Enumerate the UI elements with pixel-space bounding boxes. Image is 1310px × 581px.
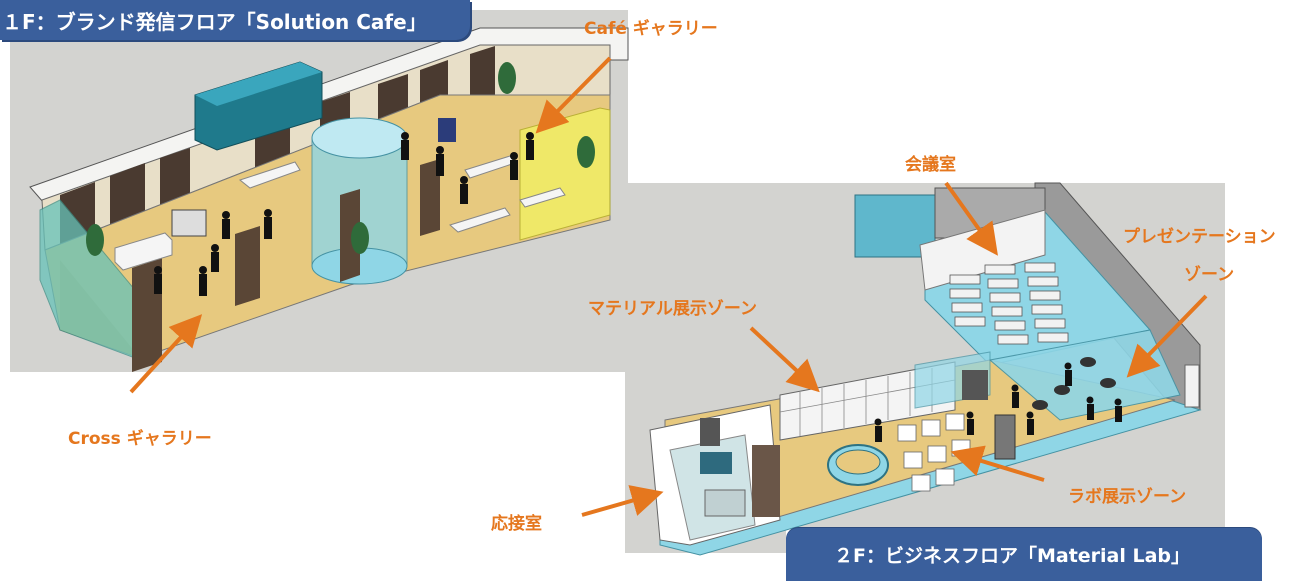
callout-reception-room: 応接室: [491, 514, 542, 534]
callout-meeting-room: 会議室: [905, 155, 956, 175]
floor2-title: ２F：ビジネスフロア「Material Lab」: [786, 528, 1262, 581]
floor1-title: １F：ブランド発信フロア「Solution Cafe」: [0, 0, 470, 40]
callout-cross-gallery: Cross ギャラリー: [68, 429, 212, 449]
callout-cafe-gallery: Café ギャラリー: [584, 19, 718, 39]
callout-lab-zone: ラボ展示ゾーン: [1068, 487, 1187, 507]
callout-material-zone: マテリアル展示ゾーン: [588, 299, 757, 319]
floor1-model: [29, 27, 629, 372]
callout-presentation-zone-line1: プレゼンテーション: [1123, 227, 1276, 247]
callout-presentation-zone-line2: ゾーン: [1184, 265, 1235, 285]
